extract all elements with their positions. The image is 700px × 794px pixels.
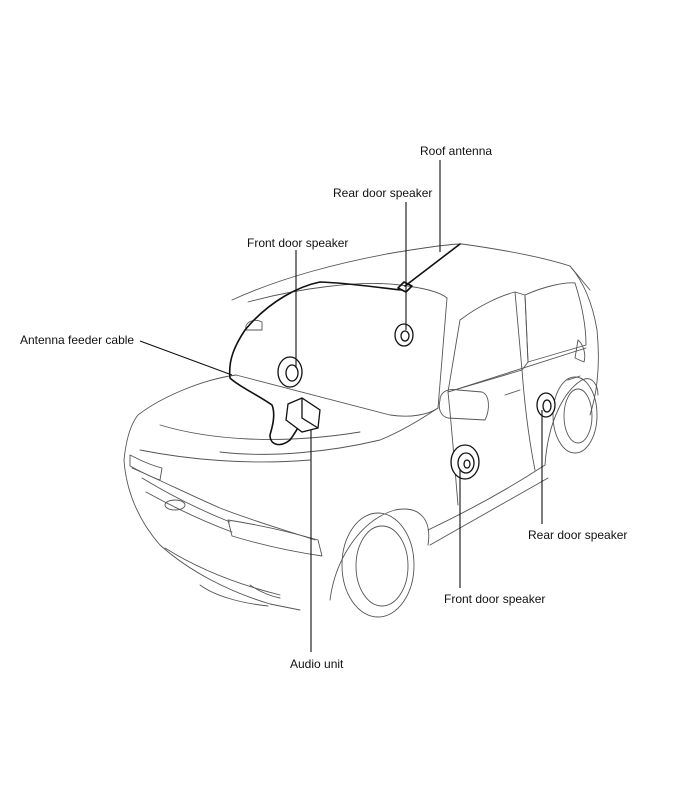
label-roof-antenna: Roof antenna	[420, 144, 493, 158]
rear-door-speaker-lower	[536, 392, 556, 418]
label-front-door-speaker-top: Front door speaker	[247, 236, 349, 250]
rear-door-speaker-upper	[394, 323, 414, 347]
label-antenna-feeder-cable: Antenna feeder cable	[20, 333, 135, 347]
antenna-assembly	[228, 243, 461, 446]
label-rear-door-speaker-top: Rear door speaker	[333, 186, 433, 200]
front-door-speaker-upper	[277, 356, 303, 388]
leader-antenna-feeder	[139, 340, 233, 376]
label-front-door-speaker-bottom: Front door speaker	[444, 592, 546, 606]
front-door-speaker-lower	[450, 444, 480, 480]
label-audio-unit: Audio unit	[290, 657, 344, 671]
antenna-feeder-cable	[228, 281, 403, 446]
label-rear-door-speaker-right: Rear door speaker	[528, 528, 628, 542]
leader-lines	[139, 160, 543, 652]
audio-unit	[285, 397, 321, 433]
car-body	[123, 243, 599, 618]
roof-antenna-mast	[404, 243, 461, 287]
